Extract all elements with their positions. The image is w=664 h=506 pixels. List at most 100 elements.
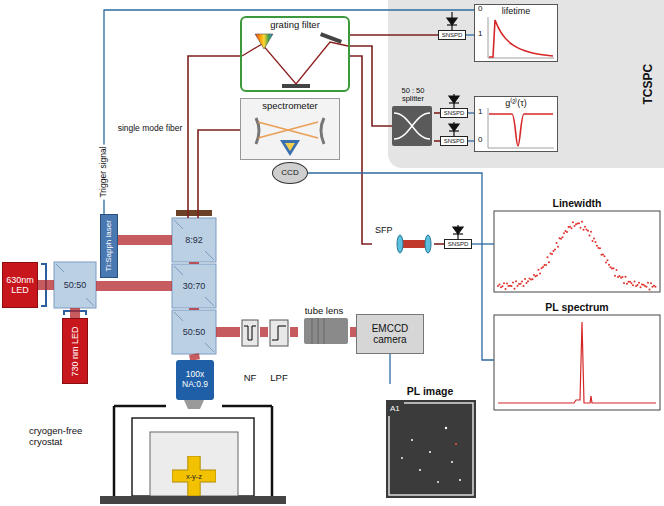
linewidth-data: [548, 261, 550, 263]
linewidth-data: [511, 285, 513, 287]
node-label: LPF: [270, 372, 287, 383]
linewidth-data: [610, 266, 612, 268]
linewidth-data: [613, 267, 615, 269]
linewidth-data: [563, 232, 565, 234]
pl-image-picture: [389, 403, 473, 495]
scanning-fabry-perot: [397, 235, 431, 253]
linewidth-data: [538, 269, 540, 271]
linewidth-plot: [494, 211, 660, 292]
scanning-fabry-perot: [402, 240, 426, 248]
port-number: 0: [478, 136, 482, 145]
linewidth-data: [607, 259, 609, 261]
light-beam: [189, 308, 199, 310]
detector-box: SNSPD: [440, 108, 468, 118]
cube-diagonal: [56, 264, 94, 306]
linewidth-data: [569, 226, 571, 228]
linewidth-data: [578, 222, 580, 224]
fiber-splitter-symbol: [394, 113, 430, 139]
linewidth-data: [515, 280, 517, 282]
cryostat-outline: [132, 418, 254, 496]
objective-tip: [184, 400, 204, 409]
pl-image-picture: [445, 427, 447, 429]
cryostat-outline: [150, 432, 238, 496]
g2-curve: [488, 108, 554, 148]
linewidth-data: [583, 229, 585, 231]
linewidth-data: [532, 278, 534, 280]
grating-optics: [255, 34, 273, 49]
linewidth-data: [527, 280, 529, 282]
filter-symbol: [242, 320, 258, 346]
camera-box: EMCCD camera: [356, 314, 424, 354]
pl-image-picture: [386, 400, 476, 498]
linewidth-data: [554, 248, 556, 250]
node-label: SNSPD: [444, 110, 465, 117]
linewidth-data: [556, 242, 558, 244]
linewidth-data: [536, 275, 538, 277]
linewidth-data: [502, 285, 504, 287]
linewidth-data: [557, 246, 559, 248]
objective-lens: 100x NA:0.9: [176, 360, 214, 400]
pl-image-picture: [386, 400, 476, 498]
detector-diode: [453, 233, 463, 234]
spectrometer-optics: [258, 122, 318, 138]
linewidth-data: [589, 235, 591, 237]
cube-diagonal: [174, 266, 214, 306]
beam-splitter-cube: [172, 264, 216, 308]
image-tag: A1: [390, 404, 400, 414]
spectrometer-box: spectrometer: [240, 98, 340, 160]
pl-image-picture: [401, 457, 403, 459]
linewidth-data: [632, 284, 634, 286]
detector-box: SNSPD: [440, 136, 468, 146]
node-label: TCSPC: [641, 64, 655, 105]
pl-image-picture: [411, 439, 413, 441]
detector-diode: [449, 130, 459, 131]
beam-splitter-cube: [54, 262, 96, 308]
linewidth-data: [524, 278, 526, 280]
pl-image-picture: [455, 443, 457, 445]
tube-lens-body: [304, 318, 348, 344]
pl-spectrum-plot: [494, 315, 660, 410]
detector-box: SNSPD: [438, 30, 466, 40]
linewidth-data: [643, 284, 645, 286]
filter-symbol: [270, 320, 288, 346]
cryostat-outline: [114, 406, 272, 496]
light-beam: [70, 308, 80, 318]
detector-diode: [449, 124, 459, 131]
linewidth-data: [604, 255, 606, 257]
linewidth-data: [514, 288, 516, 290]
linewidth-data: [553, 250, 555, 252]
linewidth-data: [539, 273, 541, 275]
linewidth-data: [650, 282, 652, 284]
plot-frame: [474, 4, 558, 62]
node-label: 730 nm LED: [70, 326, 81, 376]
tcspc-panel-fill: [388, 0, 664, 168]
linewidth-data: [608, 264, 610, 266]
node-label: lifetime: [502, 6, 531, 17]
grating-optics: [320, 32, 342, 43]
fiber-splitter: 50 : 50 splitter: [392, 86, 434, 146]
node-label: 50:50: [183, 327, 206, 338]
fiber-splitter-symbol: [394, 113, 430, 139]
linewidth-data: [560, 238, 562, 240]
tcspc-panel: TCSPClifetimeg⁽²⁾(τ)50 : 50 splitterSNSP…: [388, 0, 664, 168]
linewidth-data: [506, 282, 508, 284]
linewidth-data: [640, 286, 642, 288]
lifetime-curve: [488, 17, 554, 58]
plot-frame: [474, 96, 558, 152]
optical-fiber: [350, 56, 372, 244]
node-label: tube lens: [305, 305, 344, 316]
pl-image-picture: [429, 451, 431, 453]
plot-panel: Linewidth: [494, 196, 660, 292]
optical-fiber: [434, 243, 444, 245]
linewidth-data: [593, 238, 595, 240]
node-label: PL image: [407, 385, 454, 398]
connector-label: single mode fiber: [116, 124, 185, 133]
cryostat-outline: [100, 496, 286, 504]
linewidth-data: [626, 283, 628, 285]
linewidth-data: [512, 281, 514, 283]
linewidth-data: [562, 236, 564, 238]
plot-box: g⁽²⁾(τ): [474, 96, 558, 152]
lifetime-curve: [489, 20, 553, 57]
linewidth-data: [503, 282, 505, 284]
tube-lens: tube lens: [298, 304, 350, 348]
